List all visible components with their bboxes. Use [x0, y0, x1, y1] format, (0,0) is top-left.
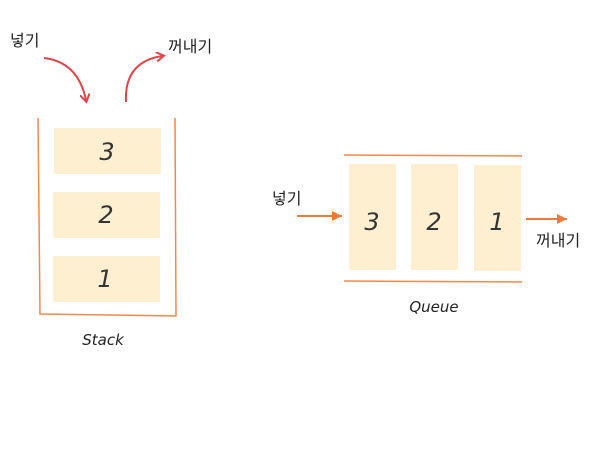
queue-item	[411, 164, 458, 270]
queue-caption: Queue	[409, 298, 458, 316]
queue-item-label: 2	[426, 208, 441, 236]
queue-diagram: 3 2 1 넣기 꺼내기 Queue	[272, 154, 580, 316]
queue-item-label: 1	[489, 208, 504, 236]
queue-dequeue-label: 꺼내기	[536, 231, 580, 250]
pop-curved-arrow	[124, 56, 162, 103]
queue-item-label: 3	[364, 208, 379, 236]
stack-push-label: 넣기	[10, 31, 39, 50]
stack-item-label: 1	[97, 265, 112, 293]
stack-item-label: 2	[98, 201, 113, 229]
queue-enqueue-label: 넣기	[272, 189, 301, 208]
stack-item	[53, 256, 160, 302]
queue-item	[349, 164, 396, 270]
stack-pop-label: 꺼내기	[168, 37, 212, 56]
stack-item-label: 3	[99, 138, 114, 166]
stack-container	[37, 117, 177, 317]
stack-diagram: 넣기 꺼내기 3 2 1 Stack	[10, 31, 212, 349]
queue-top-border	[343, 154, 523, 157]
push-curved-arrow	[43, 57, 86, 100]
stack-item	[54, 128, 161, 174]
stack-caption: Stack	[82, 331, 125, 349]
queue-bottom-border	[343, 280, 523, 283]
stack-item	[53, 192, 160, 238]
queue-item	[474, 165, 521, 271]
